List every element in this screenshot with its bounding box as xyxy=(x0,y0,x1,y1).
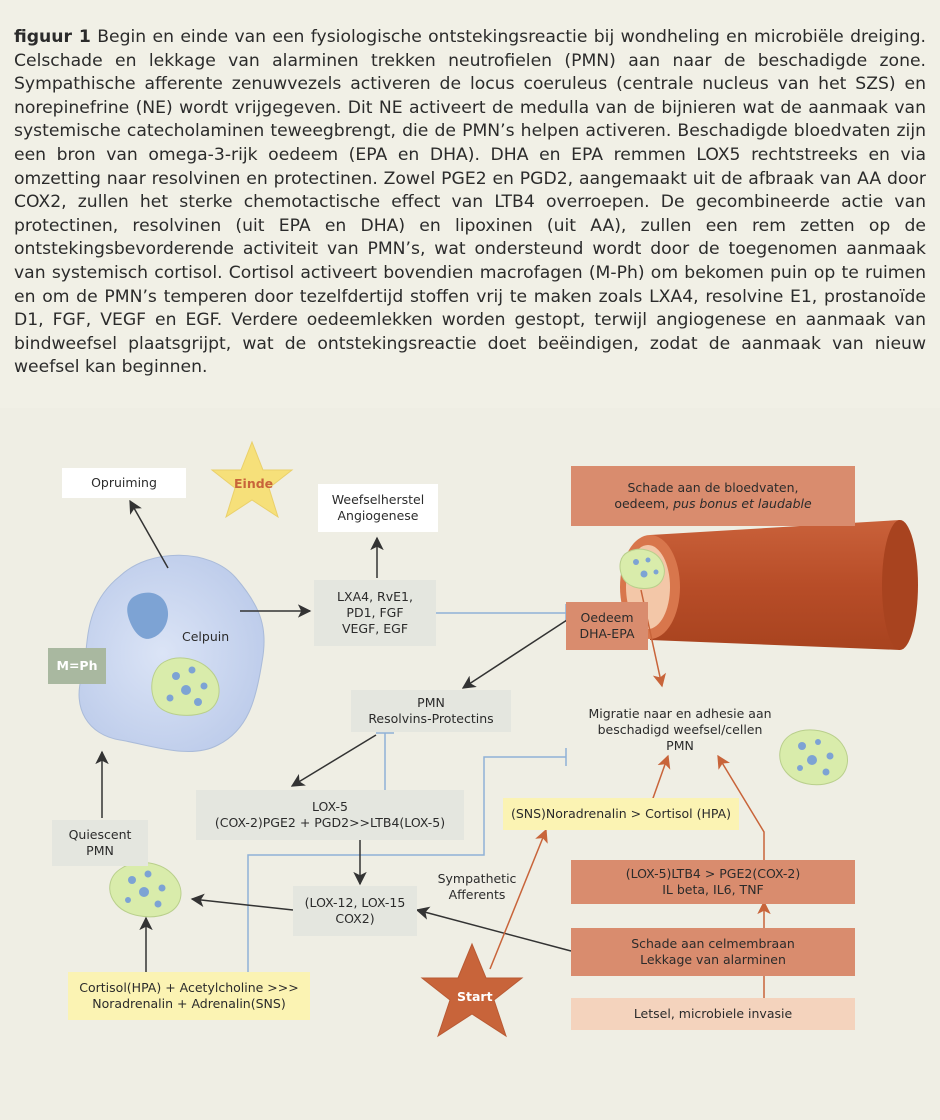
schade-bloedvaten-line-2-text: oedeem, xyxy=(614,496,674,511)
arrows xyxy=(95,499,572,972)
mph-box: M=Ph xyxy=(48,648,106,684)
figure-caption: figuur 1 Begin en einde van een fysiolog… xyxy=(14,26,926,380)
ltb4-line-2: IL beta, IL6, TNF xyxy=(662,882,764,897)
weefselherstel-line-1: Weefselherstel xyxy=(331,492,425,507)
lox12-line-1: (LOX-12, LOX-15 xyxy=(304,895,406,910)
celpuin-label: Celpuin xyxy=(182,629,230,644)
lxa4-box: LXA4, RvE1, PD1, FGF VEGF, EGF xyxy=(314,580,436,646)
pmn-cell-quiescent xyxy=(109,861,182,918)
celmembraan-box: Schade aan celmembraan Lekkage van alarm… xyxy=(571,928,855,976)
einde-star-icon xyxy=(210,440,294,519)
ltb4-line-1: (LOX-5)LTB4 > PGE2(COX-2) xyxy=(625,866,801,881)
lox5-line-1: LOX-5 xyxy=(312,799,348,814)
cortisol-box: Cortisol(HPA) + Acetylcholine >>> Noradr… xyxy=(68,972,310,1020)
mph-label: M=Ph xyxy=(56,658,98,673)
opruiming-box: Opruiming xyxy=(62,468,186,498)
weefselherstel-line-2: Angiogenese xyxy=(337,508,419,523)
sympathetic-line-1: Sympathetic xyxy=(437,871,517,886)
pmn-resolvins-box: PMN Resolvins-Protectins xyxy=(351,690,511,732)
lox5-line-2: (COX-2)PGE2 + PGD2>>LTB4(LOX-5) xyxy=(214,815,446,830)
migratie-line-3: PMN xyxy=(666,738,694,753)
lox12-line-2: COX2) xyxy=(335,911,375,926)
lxa4-line-2: PD1, FGF xyxy=(346,605,404,620)
letsel-label: Letsel, microbiele invasie xyxy=(633,1006,793,1021)
schade-bloedvaten-italic: pus bonus et laudable xyxy=(673,496,812,511)
migratie-line-1: Migratie naar en adhesie aan xyxy=(588,706,772,721)
cortisol-line-1: Cortisol(HPA) + Acetylcholine >>> xyxy=(79,980,299,995)
schade-bloedvaten-box: Schade aan de bloedvaten, oedeem, pus bo… xyxy=(571,466,855,526)
pmn-cell-right xyxy=(779,729,848,786)
figure-label: figuur 1 xyxy=(14,27,91,47)
schade-bloedvaten-line-2: oedeem, pus bonus et laudable xyxy=(614,496,811,512)
start-star-icon xyxy=(420,942,524,1038)
oedeem-line-2: DHA-EPA xyxy=(579,626,635,641)
pmn-cell-in-vessel xyxy=(619,548,665,589)
lox12-box: (LOX-12, LOX-15 COX2) xyxy=(293,886,417,936)
sympathetic-line-2: Afferents xyxy=(448,887,506,902)
einde-label: Einde xyxy=(234,476,274,491)
schade-bloedvaten-line-1: Schade aan de bloedvaten, xyxy=(627,480,799,495)
celmembraan-line-2: Lekkage van alarminen xyxy=(640,952,786,967)
lxa4-line-1: LXA4, RvE1, xyxy=(337,589,413,604)
sympathetic-afferents-label: Sympathetic Afferents xyxy=(436,871,518,903)
quiescent-box: Quiescent PMN xyxy=(52,820,148,866)
migratie-label: Migratie naar en adhesie aan beschadigd … xyxy=(560,706,800,754)
letsel-box: Letsel, microbiele invasie xyxy=(571,998,855,1030)
oedeem-line-1: Oedeem xyxy=(580,610,634,625)
pmn-resolvins-line-1: PMN xyxy=(417,695,445,710)
migratie-line-2: beschadigd weefsel/cellen xyxy=(597,722,763,737)
oedeem-box: Oedeem DHA-EPA xyxy=(566,602,648,650)
caption-text: Begin en einde van een fysiologische ont… xyxy=(14,27,927,378)
pmn-cell-in-macrophage xyxy=(151,657,220,716)
lxa4-line-3: VEGF, EGF xyxy=(341,621,409,636)
ltb4-box: (LOX-5)LTB4 > PGE2(COX-2) IL beta, IL6, … xyxy=(571,860,855,904)
blood-vessel-illustration xyxy=(620,520,918,650)
sns-box: (SNS)Noradrenalin > Cortisol (HPA) xyxy=(503,798,739,830)
cortisol-line-2: Noradrenalin + Adrenalin(SNS) xyxy=(92,996,286,1011)
quiescent-line-2: PMN xyxy=(86,843,114,858)
weefselherstel-box: Weefselherstel Angiogenese xyxy=(318,484,438,532)
pmn-resolvins-line-2: Resolvins-Protectins xyxy=(368,711,494,726)
lox5-box: LOX-5 (COX-2)PGE2 + PGD2>>LTB4(LOX-5) xyxy=(196,790,464,840)
start-label: Start xyxy=(457,989,493,1004)
opruiming-label: Opruiming xyxy=(91,475,157,490)
sns-label: (SNS)Noradrenalin > Cortisol (HPA) xyxy=(510,806,732,821)
celmembraan-line-1: Schade aan celmembraan xyxy=(631,936,795,951)
quiescent-line-1: Quiescent xyxy=(68,827,132,842)
